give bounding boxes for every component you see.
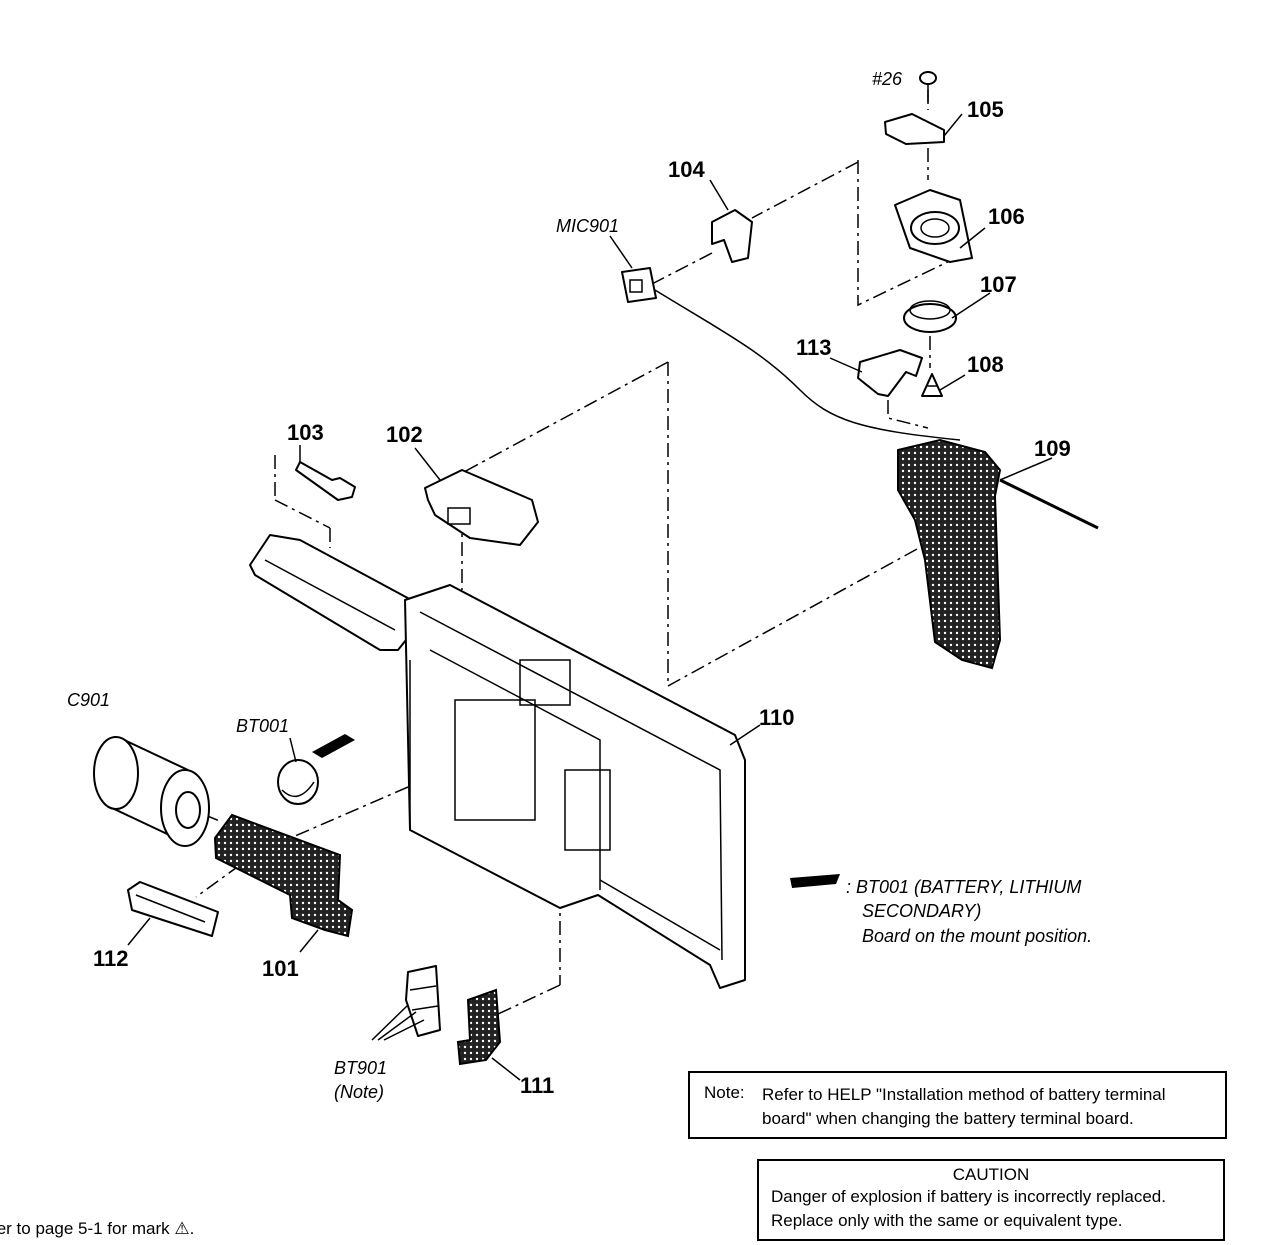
caution-box: CAUTION Danger of explosion if battery i… — [757, 1159, 1225, 1241]
label-bt001: BT001 — [236, 716, 289, 736]
label-109: 109 — [1034, 436, 1071, 461]
label-111: 111 — [520, 1073, 554, 1098]
label-107: 107 — [980, 272, 1017, 297]
part-111-board — [456, 988, 502, 1066]
part-102-bracket — [424, 469, 539, 546]
label-screw-26: #26 — [872, 69, 903, 89]
legend-line-3: Board on the mount position. — [862, 926, 1092, 946]
label-105: 105 — [967, 97, 1004, 122]
note-text: Refer to HELP "Installation method of ba… — [762, 1085, 1166, 1128]
part-103-switch — [295, 461, 356, 501]
label-113: 113 — [796, 335, 832, 360]
caution-line-2: Replace only with the same or equivalent… — [771, 1211, 1123, 1230]
caution-title: CAUTION — [952, 1165, 1030, 1184]
part-109-flex-board — [897, 438, 1099, 670]
caution-line-1: Danger of explosion if battery is incorr… — [771, 1187, 1166, 1206]
part-112-connector — [127, 881, 219, 937]
note-box: Note: Refer to HELP "Installation method… — [688, 1071, 1227, 1139]
part-106-ring — [894, 189, 973, 263]
label-bt901-note: (Note) — [334, 1082, 384, 1102]
label-110: 110 — [759, 705, 795, 730]
part-113-plate — [857, 349, 923, 397]
legend-line-1: : BT001 (BATTERY, LITHIUM — [846, 877, 1081, 897]
bt001-marker-icon — [312, 734, 840, 888]
label-mic901: MIC901 — [556, 216, 619, 236]
note-label: Note: — [704, 1083, 745, 1102]
part-108-spring — [921, 373, 943, 397]
leader-lines — [127, 113, 1053, 1081]
legend-line-2: SECONDARY) — [862, 901, 981, 921]
mic-cable — [654, 289, 961, 441]
label-bt901: BT901 — [334, 1058, 387, 1078]
top-cover — [249, 534, 431, 651]
screw-26 — [919, 71, 937, 102]
label-c901: C901 — [67, 690, 110, 710]
capacitor-c901 — [93, 736, 210, 847]
mic-901 — [621, 267, 657, 303]
label-104: 104 — [668, 157, 705, 182]
label-103: 103 — [287, 420, 324, 445]
label-108: 108 — [967, 352, 1004, 377]
terminal-bt901 — [371, 965, 441, 1041]
label-102: 102 — [386, 422, 423, 447]
part-105-bracket — [884, 113, 945, 145]
part-101-board — [213, 813, 354, 938]
label-112: 112 — [93, 946, 129, 971]
label-106: 106 — [988, 204, 1025, 229]
label-101: 101 — [262, 956, 299, 981]
part-107-knob — [903, 300, 957, 333]
part-104-holder — [711, 209, 753, 263]
battery-bt001 — [277, 759, 319, 805]
part-110-frame — [404, 584, 746, 989]
footer-reference: fer to page 5-1 for mark ⚠. — [0, 1219, 195, 1238]
